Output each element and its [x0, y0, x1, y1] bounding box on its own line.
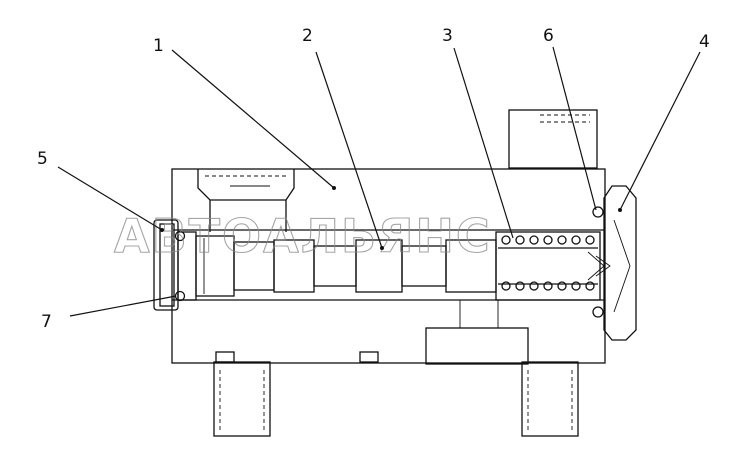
callout-5: 5: [37, 149, 48, 169]
spring-guide: [587, 251, 611, 281]
right-seals: [592, 206, 604, 318]
bottom-bolt-right: [521, 361, 579, 437]
spring-coils-bottom: [501, 281, 595, 291]
top-bolt: [508, 109, 598, 169]
right-end-cap: [603, 185, 637, 341]
spring-chamber: [495, 231, 601, 301]
callout-2: 2: [302, 26, 313, 46]
watermark-text: АВТОАЛЬЯНС: [114, 209, 492, 263]
callout-1: 1: [153, 36, 164, 56]
spring-coils-top: [501, 235, 595, 245]
valve-housing: [171, 168, 606, 365]
callout-3: 3: [442, 26, 453, 46]
port-fitting: [197, 169, 295, 232]
callout-7: 7: [41, 312, 52, 332]
bottom-bolt-left: [213, 361, 271, 437]
callout-6: 6: [543, 26, 554, 46]
leader-lines: [57, 46, 701, 317]
callout-4: 4: [699, 32, 710, 52]
